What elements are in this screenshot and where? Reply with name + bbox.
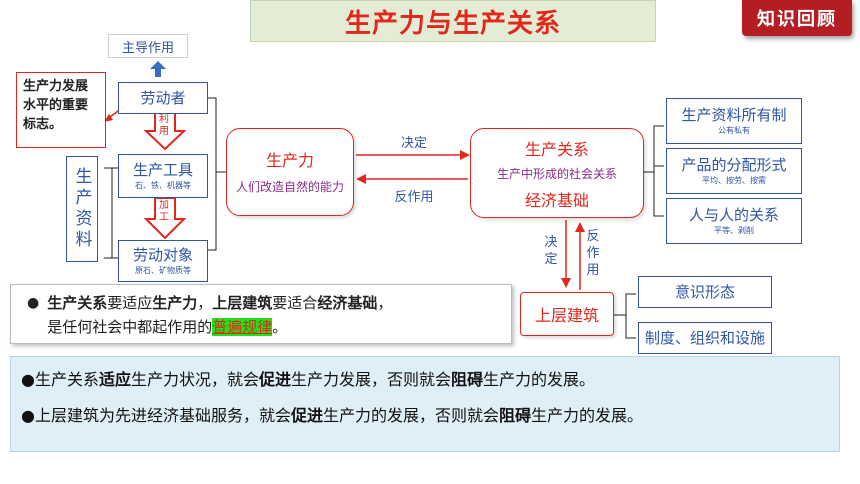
relations-desc: 生产中形成的社会关系 [496,166,617,181]
productivity-indicator-note: 生产力发展水平的重要标志。 [16,72,106,148]
laborer-box: 劳动者 [118,82,208,114]
point-comma-1: ， [197,294,213,312]
section-badge: 知识回顾 [742,0,852,36]
point-adapt: 要适应 [107,294,153,312]
productivity-desc: 人们改造自然的能力 [235,180,344,194]
point-superstructure: 上层建筑 [212,294,273,312]
human-relations-box: 人与人的关系 平等、剥削 [666,198,802,244]
reaction-vertical-label: 反作用 [586,229,600,278]
distribution-sub: 平均、按劳、按需 [702,176,766,185]
distribution-label: 产品的分配形式 [681,156,787,174]
summary-box: ●生产关系适应生产力状况，就会促进生产力发展，否则就会阻碍生产力的发展。 ●上层… [10,356,840,452]
summary-2a: ●上层建筑为先进经济基础服务，就会 [21,406,291,425]
ideology-label: 意识形态 [674,283,735,301]
human-relations-label: 人与人的关系 [688,206,779,224]
ownership-sub: 公有私有 [718,126,750,135]
ownership-label: 生产资料所有制 [681,106,787,124]
objects-label: 劳动对象 [132,246,193,264]
summary-2e: 生产力的发展。 [531,406,644,425]
process-arrow-icon [143,197,187,240]
up-arrow-icon [150,61,166,77]
summary-line-2: ●上层建筑为先进经济基础服务，就会促进生产力的发展，否则就会阻碍生产力的发展。 [21,405,829,427]
use-arrow-icon [143,111,187,151]
institutions-box: 制度、组织和设施 [638,322,772,354]
institutions-label: 制度、组织和设施 [644,329,765,347]
process-label: 加工 [159,200,169,223]
point-period: 。 [272,318,288,336]
relations-bracket [653,125,664,217]
summary-1g: 生产力的发展。 [483,370,596,389]
means-bracket-left [104,167,113,259]
production-relations-box: 生产关系 生产中形成的社会关系 经济基础 [470,128,644,218]
relations-title: 生产关系 [524,139,589,159]
superstructure-box: 上层建筑 [520,292,614,336]
column-bracket-right [208,97,217,251]
summary-1e: 生产力发展，否则就会 [291,370,452,389]
point-comma-2: ， [377,294,393,312]
key-point-box: ● 生产关系要适应生产力，上层建筑要适合经济基础， 是任何社会中都起作用的普遍规… [10,284,512,344]
leading-role-label: 主导作用 [108,34,188,58]
productivity-title: 生产力 [265,151,314,170]
objects-sub: 原石、矿物质等 [135,266,191,275]
point-universal-law: 普遍规律 [212,318,273,336]
point-relations: 生产关系 [47,294,108,312]
human-relations-sub: 平等、剥削 [714,226,754,235]
tools-label: 生产工具 [132,161,193,179]
decides-label: 决定 [400,136,427,151]
point-productivity: 生产力 [152,294,198,312]
ideology-box: 意识形态 [638,276,772,308]
summary-2d: 阻碍 [499,406,532,425]
tools-sub: 石、铁、机器等 [135,181,191,190]
point-suit: 要适合 [272,294,318,312]
summary-1c: 生产力状况，就会 [130,370,259,389]
point-any-society: 是任何社会中都起作用的 [47,318,213,336]
distribution-box: 产品的分配形式 平均、按劳、按需 [666,148,802,194]
summary-1a: ●生产关系 [21,370,99,389]
note-pointer-head-icon [104,114,113,122]
laborer-label: 劳动者 [140,89,186,107]
super-bracket [625,293,636,339]
summary-1f: 阻碍 [451,370,484,389]
use-label: 利用 [159,114,169,137]
summary-1b: 适应 [98,370,131,389]
ownership-box: 生产资料所有制 公有私有 [666,98,802,144]
reaction-label: 反作用 [394,190,434,205]
summary-2b: 促进 [290,406,323,425]
superstructure-label: 上层建筑 [534,306,599,325]
means-of-production-label: 生产资料 [66,156,98,262]
point-economic-base: 经济基础 [317,294,378,312]
summary-2c: 生产力的发展，否则就会 [322,406,499,425]
summary-1d: 促进 [259,370,292,389]
bullet-icon: ● [27,295,40,311]
page-title: 生产力与生产关系 [250,0,656,42]
tools-box: 生产工具 石、铁、机器等 [118,154,208,198]
summary-line-1: ●生产关系适应生产力状况，就会促进生产力发展，否则就会阻碍生产力的发展。 [21,369,829,391]
decides-vertical-label: 决定 [544,235,558,267]
economic-base-label: 经济基础 [524,190,589,210]
productivity-box: 生产力 人们改造自然的能力 [226,128,354,216]
objects-box: 劳动对象 原石、矿物质等 [118,240,208,282]
